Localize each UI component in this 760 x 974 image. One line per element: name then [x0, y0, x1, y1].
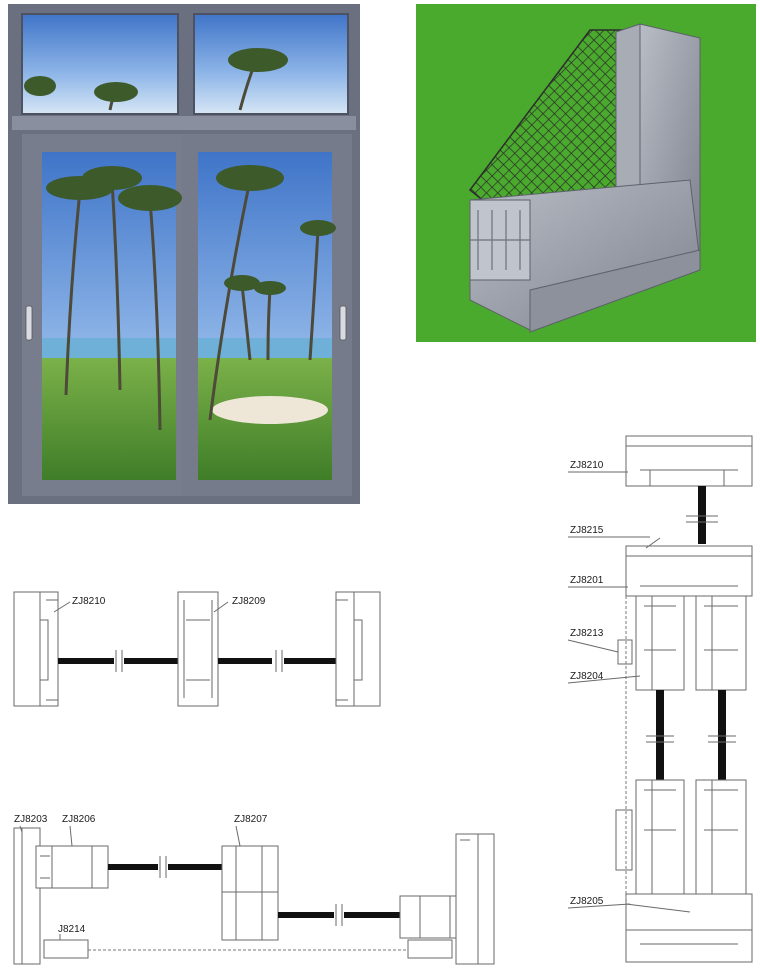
label-bottom-zj8206: ZJ8206 — [62, 814, 96, 825]
top-light-left — [21, 13, 179, 115]
label-bottom-zj8203: ZJ8203 — [14, 814, 48, 825]
label-plan-zj8209: ZJ8209 — [232, 596, 266, 607]
side-transom — [625, 545, 753, 597]
left-handle — [25, 305, 33, 341]
left-grass — [42, 356, 176, 480]
side-top-frame — [625, 435, 753, 487]
label-bottom-zj8207: ZJ8207 — [234, 814, 268, 825]
side-lower-sash-left — [635, 779, 685, 895]
label-side-zj8201: ZJ8201 — [570, 575, 604, 586]
bottom-fixed-sash — [35, 845, 109, 889]
label-side-zj8205: ZJ8205 — [570, 896, 604, 907]
plan-left-frame — [13, 591, 59, 707]
transom-bar — [12, 116, 356, 130]
palm-trees — [64, 54, 320, 431]
sea-left — [42, 338, 176, 358]
bottom-sliding-sash — [221, 845, 279, 941]
side-side-strip — [615, 809, 633, 871]
profile-sill — [529, 249, 701, 333]
sea-right — [198, 338, 332, 358]
bottom-track — [43, 939, 89, 959]
label-side-zj8215: ZJ8215 — [570, 525, 604, 536]
palm-fronds — [24, 48, 336, 295]
side-sash-left — [635, 595, 685, 691]
profile-render — [416, 4, 756, 342]
bottom-outer-frame — [13, 827, 41, 965]
vertical-section: ZJ8210 ZJ8215 ZJ8201 ZJ8213 ZJ8204 ZJ820… — [567, 435, 753, 963]
bottom-right-frame — [455, 833, 495, 965]
profile-cross-details — [470, 210, 530, 270]
side-lower-sash-right — [695, 779, 747, 895]
plan-section: ZJ8210 ZJ8209 — [13, 591, 381, 707]
label-plan-zj8210: ZJ8210 — [72, 596, 106, 607]
side-bottom-frame — [625, 893, 753, 963]
label-bottom-j8214: J8214 — [58, 924, 86, 935]
sand-bunker — [212, 396, 328, 424]
right-handle — [339, 305, 347, 341]
bottom-section: ZJ8203 ZJ8206 ZJ8207 J8214 — [13, 814, 495, 965]
label-side-zj8213: ZJ8213 — [570, 628, 604, 639]
side-sash-right — [695, 595, 747, 691]
window-photo — [8, 4, 360, 504]
plan-right-frame — [335, 591, 381, 707]
label-side-zj8204: ZJ8204 — [570, 671, 604, 682]
label-side-zj8210: ZJ8210 — [570, 460, 604, 471]
bottom-track-right — [407, 939, 453, 959]
side-interlock-strip — [617, 639, 633, 665]
